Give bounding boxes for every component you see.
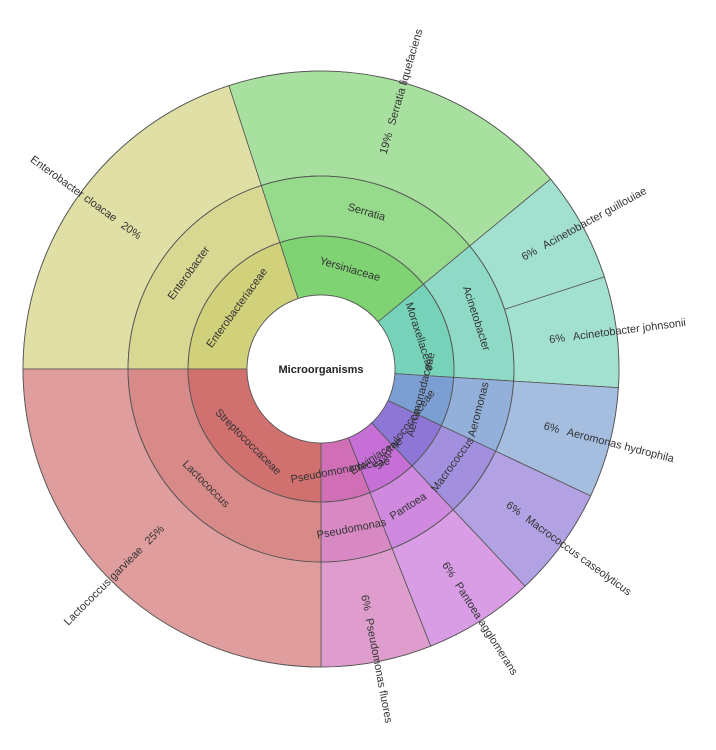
ring-outline-1 (187, 235, 455, 503)
root-label: Microorganisms (279, 364, 364, 376)
ring-outline-3 (22, 70, 620, 668)
ring-layer (22, 70, 620, 668)
species-pct-serratia-liquefaciens: 19% (378, 131, 396, 156)
ring-outline-2 (127, 175, 515, 563)
species-pct-aeromonas-hydrophila: 6% (542, 420, 561, 436)
species-pct-pseudomonas-fluores: 6% (358, 594, 373, 612)
center-hole[interactable] (246, 294, 396, 444)
wedge-layer (22, 70, 620, 668)
species-pct-acinetobacter-johnsonii: 6% (549, 332, 566, 346)
